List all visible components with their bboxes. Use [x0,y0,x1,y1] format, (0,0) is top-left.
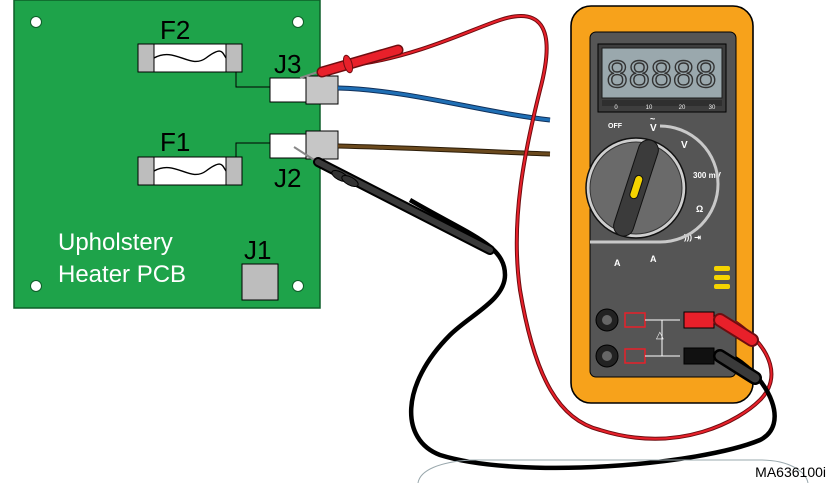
mount-hole [31,281,42,292]
indicator-bar [714,275,730,280]
ohm-label: Ω [696,204,703,214]
connector-j3 [270,76,338,104]
jack-hole [602,315,612,325]
connector-j1-label: J1 [244,235,271,265]
reference-id: MA636100i [755,464,826,480]
scale-20: 20 [679,105,686,111]
lcd-digits: 88888 [607,54,718,96]
connector-j1 [242,264,278,300]
indicator-bar [714,284,730,289]
jack-hole [602,351,612,361]
v-dc-label: V [681,140,688,151]
scale-10: 10 [646,105,653,111]
pcb-title-line1: Upholstery [58,229,173,256]
scale-30: 30 [709,105,716,111]
warning-triangle-icon: △ [656,330,664,341]
fuse-f2-label: F2 [160,15,190,45]
pcb-title-line2: Heater PCB [58,261,186,288]
jack-volt-ohm[interactable] [684,312,714,328]
bar-graph [602,100,722,106]
black-probe [294,147,490,250]
indicator-bar [714,266,730,271]
a-dc-label: A [614,258,621,268]
multimeter: 88888 0 10 20 30 OFF V ~ V 300 mV Ω ))) … [571,6,753,403]
mount-hole [293,281,304,292]
jack-com[interactable] [684,348,714,364]
fuse-f2 [138,44,242,72]
fuse-f1-label: F1 [160,127,190,157]
v-ac-label: V [650,123,657,134]
connector-j2-label: J2 [274,163,301,193]
ac-symbol-icon: ~ [650,114,655,124]
fuse-f1 [138,157,242,185]
heater-pcb: F2 F1 J3 J2 J1 Upholstery Heater PCB [14,0,338,308]
connector-j2 [270,131,338,159]
mount-hole [293,17,304,28]
connector-j3-label: J3 [274,49,301,79]
mount-hole [31,17,42,28]
off-label: OFF [608,123,623,130]
a-ac-label: A [650,254,657,264]
